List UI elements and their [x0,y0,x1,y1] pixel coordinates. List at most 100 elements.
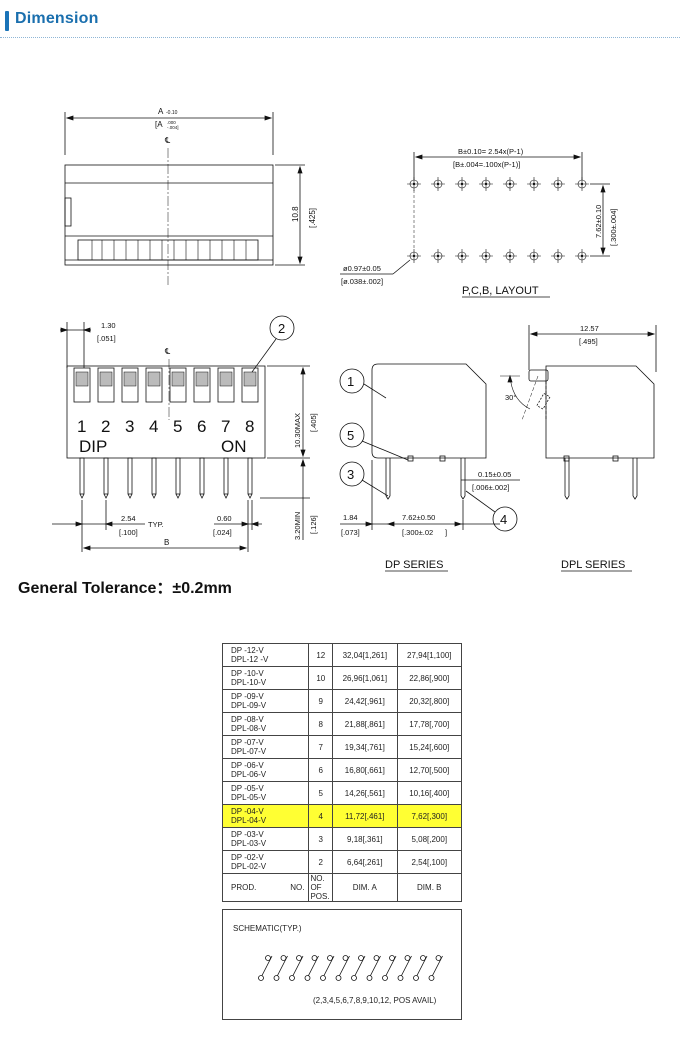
callout-1: 1 [347,374,354,389]
pcb-holes [407,177,589,263]
prod-dp: DP -07-V [231,738,264,747]
schematic-switches [258,955,443,981]
pos-cell: 3 [308,827,334,851]
switch-symbol [289,955,304,981]
row-spacing-in: [.300±.02 [402,528,433,537]
pin-thickness-mm: 0.15±0.05 [478,470,511,479]
front-pin-min-in: [.126] [309,515,318,534]
schematic-diagram [258,955,443,981]
pos-number: 3 [125,417,134,436]
header-divider [0,37,680,38]
offset-in: [.073] [341,528,360,537]
technical-drawing: A -0.10 [A .000 -.004] ℄ 10.8 [.425] [52,107,657,572]
prod-dpl: DPL-05-V [231,793,267,802]
dp-series-title: DP SERIES [385,559,444,571]
prod-dpl: DPL-02-V [231,862,267,871]
general-tolerance: General Tolerance：±0.2mm [18,580,232,597]
pcb-b-formula: B±0.10= 2.54x(P-1) [458,147,524,156]
dpl-angle: 30° [505,393,516,402]
pos-number: 7 [221,417,230,436]
top-a-label: A [158,107,164,116]
prod-dpl: DPL-08-V [231,724,267,733]
pos-cell: 2 [308,850,334,874]
dpl-side-view: 12.57 [.495] 30° DPL SERIES [500,324,657,572]
prod-dpl: DPL-10-V [231,678,267,687]
prod-dpl: DPL-09-V [231,701,267,710]
prod-dp: DP -06-V [231,761,264,770]
callout-5: 5 [347,428,354,443]
dim-b-cell: 15,24[,600] [396,735,463,759]
dpl-width-mm: 12.57 [580,324,599,333]
page-title: Dimension [15,10,99,27]
prod-dp: DP -03-V [231,830,264,839]
front-pin-min-mm: 3.20MIN [293,512,302,540]
dim-a-cell: 24,42[,961] [332,689,398,713]
header-pos-2: POS. [310,892,330,901]
prod-dp: DP -04-V [231,807,264,816]
switch-symbol [366,955,381,981]
schematic-label: SCHEMATIC(TYP.) [233,924,302,933]
front-height-max-in: [.405] [309,413,318,432]
dim-b-cell: 17,78[,700] [396,712,463,736]
pcb-row-in: [.300±.004] [609,209,618,246]
dim-a-cell: 9,18[,361] [332,827,398,851]
callout-3: 3 [347,467,354,482]
header-pos-1: NO. OF [310,874,325,892]
pin-thickness-in: [.006±.002] [472,483,509,492]
row-spacing-mm: 7.62±0.50 [402,513,435,522]
front-centerline-mark: ℄ [164,347,171,356]
header-prod-label: PROD. [231,883,257,892]
dpl-width-in: [.495] [579,337,598,346]
header-dim-a: DIM. A [332,873,398,902]
prod-dp: DP -05-V [231,784,264,793]
dim-a-cell: 11,72[,461] [332,804,398,828]
pos-number: 4 [149,417,158,436]
header-accent-bar [5,11,9,31]
header-dim-b: DIM. B [396,873,463,902]
top-centerline-mark: ℄ [164,136,171,145]
pos-cell: 7 [308,735,334,759]
pos-number: 2 [101,417,110,436]
dim-a-cell: 21,88[,861] [332,712,398,736]
switch-symbol [413,955,428,981]
top-view: A -0.10 [A .000 -.004] ℄ 10.8 [.425] [64,107,317,285]
header-prod: PROD. NO. [221,873,310,902]
dim-b-cell: 12,70[,500] [396,758,463,782]
switch-symbol [320,955,335,981]
pcb-hole-in: [ø.038±.002] [341,277,383,286]
front-edge-in: [.051] [97,334,116,343]
dim-b-cell: 10,16[,400] [396,781,463,805]
dim-a-cell: 14,26[,561] [332,781,398,805]
pos-number: 5 [173,417,182,436]
pcb-b-formula-in: [B±.004=.100x(P-1)] [453,160,520,169]
front-edge-mm: 1.30 [101,321,116,330]
switch-symbol [351,955,366,981]
dim-a-cell: 19,34[,761] [332,735,398,759]
switch-symbol [382,955,397,981]
dim-a-cell: 26,96[1,061] [332,666,398,690]
pitch-typ: TYP. [148,520,164,529]
dpl-series-title: DPL SERIES [561,559,625,571]
prod-dpl: DPL-04-V [231,816,267,825]
prod-dp: DP -08-V [231,715,264,724]
dim-b-cell: 22,86[,900] [396,666,463,690]
callout-2: 2 [278,321,285,336]
front-pins [79,457,253,499]
header-no-label: NO. [290,883,305,892]
